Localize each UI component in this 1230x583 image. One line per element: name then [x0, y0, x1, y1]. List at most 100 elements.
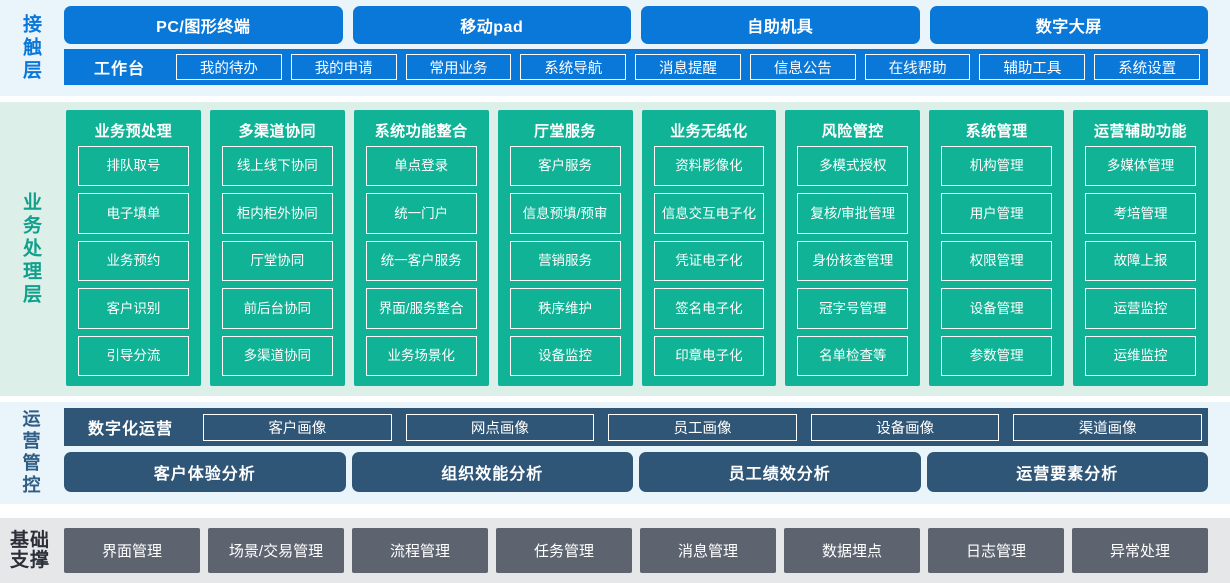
biz-item-identity-verification[interactable]: 身份核查管理 — [797, 240, 909, 282]
biz-item-front-back-sync[interactable]: 前后台协同 — [221, 288, 333, 329]
channel-mobile-pad[interactable]: 移动pad — [352, 6, 631, 44]
biz-item-info-exchange-digital[interactable]: 信息交互电子化 — [653, 193, 765, 234]
biz-item-signature-digital[interactable]: 签名电子化 — [653, 288, 765, 329]
biz-column-title: 业务无纸化 — [670, 123, 748, 140]
biz-item-unified-portal[interactable]: 统一门户 — [365, 193, 477, 234]
biz-item-business-scenario[interactable]: 业务场景化 — [365, 335, 477, 377]
portrait-item-branch[interactable]: 网点画像 — [405, 413, 595, 441]
layer-business-label: 业务处理层 — [0, 102, 60, 396]
biz-item-list: 多媒体管理 考培管理 故障上报 运营监控 运维监控 — [1085, 146, 1196, 377]
workbench-title: 工作台 — [94, 61, 146, 78]
biz-column-system-management: 系统管理 机构管理 用户管理 权限管理 设备管理 参数管理 — [929, 110, 1065, 386]
biz-item-user-management[interactable]: 用户管理 — [941, 193, 1053, 234]
biz-item-org-management[interactable]: 机构管理 — [941, 146, 1053, 187]
biz-item-device-management[interactable]: 设备管理 — [941, 288, 1053, 329]
biz-item-lobby-sync[interactable]: 厅堂协同 — [221, 240, 333, 282]
foundation-item-exception-handling[interactable]: 异常处理 — [1072, 528, 1208, 573]
biz-item-list: 资料影像化 信息交互电子化 凭证电子化 签名电子化 印章电子化 — [653, 146, 765, 377]
biz-item-serial-number-mgmt[interactable]: 冠字号管理 — [797, 288, 909, 329]
biz-item-list: 机构管理 用户管理 权限管理 设备管理 参数管理 — [941, 146, 1053, 377]
analysis-item-employee-performance[interactable]: 员工绩效分析 — [639, 452, 921, 492]
biz-item-list: 单点登录 统一门户 统一客户服务 界面/服务整合 业务场景化 — [365, 146, 477, 377]
foundation-item-process-management[interactable]: 流程管理 — [352, 528, 488, 573]
biz-item-marketing-service[interactable]: 营销服务 — [509, 240, 621, 282]
channel-self-service[interactable]: 自助机具 — [641, 6, 920, 44]
biz-item-device-monitoring[interactable]: 设备监控 — [509, 335, 621, 377]
biz-item-queue-number[interactable]: 排队取号 — [78, 146, 189, 187]
biz-item-review-approval[interactable]: 复核/审批管理 — [797, 193, 909, 234]
biz-item-watchlist-check[interactable]: 名单检查等 — [797, 335, 909, 377]
biz-item-multichannel-sync[interactable]: 多渠道协同 — [221, 335, 333, 377]
biz-item-customer-recognition[interactable]: 客户识别 — [78, 288, 189, 329]
foundation-item-scenario-transaction[interactable]: 场景/交易管理 — [208, 528, 344, 573]
biz-column-title: 厅堂服务 — [534, 123, 597, 140]
channel-pc[interactable]: PC/图形终端 — [64, 6, 343, 44]
foundation-item-ui-management[interactable]: 界面管理 — [64, 528, 200, 573]
biz-item-seal-digital[interactable]: 印章电子化 — [653, 335, 765, 377]
biz-item-guidance-diversion[interactable]: 引导分流 — [78, 335, 189, 377]
biz-column-title: 业务预处理 — [94, 123, 173, 140]
layer-operations: 运营管控 数字化运营 客户画像 网点画像 员工画像 设备画像 渠道画像 客户体验… — [0, 402, 1230, 504]
layer-operations-label: 运营管控 — [0, 402, 60, 504]
layer-foundation-label-text: 基 础 支 撑 — [9, 529, 51, 571]
layer-foundation: 基 础 支 撑 界面管理 场景/交易管理 流程管理 任务管理 消息管理 数据埋点… — [0, 518, 1230, 583]
biz-item-fault-reporting[interactable]: 故障上报 — [1085, 240, 1196, 282]
analysis-item-operation-factors[interactable]: 运营要素分析 — [926, 452, 1208, 492]
biz-item-ui-service-integration[interactable]: 界面/服务整合 — [365, 288, 477, 329]
layer-foundation-label-char-2: 础 — [30, 529, 51, 551]
biz-item-customer-service[interactable]: 客户服务 — [509, 146, 621, 187]
biz-item-operations-monitoring[interactable]: 运营监控 — [1085, 288, 1196, 329]
workbench-item-aux-tools[interactable]: 辅助工具 — [979, 54, 1086, 80]
layer-foundation-label: 基 础 支 撑 — [0, 518, 60, 583]
workbench-item-system-navigation[interactable]: 系统导航 — [520, 54, 627, 80]
biz-item-multimedia-management[interactable]: 多媒体管理 — [1085, 146, 1196, 187]
biz-item-prefill-preaudit[interactable]: 信息预填/预审 — [509, 193, 621, 234]
biz-item-counter-sync[interactable]: 柜内柜外协同 — [221, 193, 333, 234]
biz-item-multimode-authorization[interactable]: 多模式授权 — [797, 146, 909, 187]
biz-item-voucher-digital[interactable]: 凭证电子化 — [653, 240, 765, 282]
workbench-item-online-help[interactable]: 在线帮助 — [864, 54, 971, 80]
biz-item-maintenance-monitoring[interactable]: 运维监控 — [1085, 335, 1196, 377]
biz-item-document-imaging[interactable]: 资料影像化 — [653, 146, 765, 187]
biz-item-order-maintenance[interactable]: 秩序维护 — [509, 288, 621, 329]
portrait-item-customer[interactable]: 客户画像 — [203, 413, 392, 441]
biz-item-parameter-management[interactable]: 参数管理 — [941, 335, 1053, 377]
foundation-item-message-management[interactable]: 消息管理 — [640, 528, 776, 573]
biz-column-title: 运营辅助功能 — [1094, 123, 1188, 140]
workbench-item-info-announcement[interactable]: 信息公告 — [749, 54, 856, 80]
biz-column-system-integration: 系统功能整合 单点登录 统一门户 统一客户服务 界面/服务整合 业务场景化 — [353, 110, 489, 386]
layer-contact-body: PC/图形终端 移动pad 自助机具 数字大屏 工作台 我的待办 我的申请 常用… — [60, 0, 1230, 96]
layer-operations-label-text: 运营管控 — [20, 409, 41, 497]
biz-item-online-offline-sync[interactable]: 线上线下协同 — [221, 146, 333, 187]
biz-column-title: 风险管控 — [821, 123, 884, 140]
portrait-item-employee[interactable]: 员工画像 — [608, 413, 797, 441]
workbench-item-system-settings[interactable]: 系统设置 — [1094, 54, 1201, 80]
digital-operations-bar: 数字化运营 客户画像 网点画像 员工画像 设备画像 渠道画像 — [64, 408, 1208, 446]
analysis-item-customer-experience[interactable]: 客户体验分析 — [64, 452, 346, 492]
layer-operations-body: 数字化运营 客户画像 网点画像 员工画像 设备画像 渠道画像 客户体验分析 组织… — [60, 402, 1230, 504]
foundation-item-log-management[interactable]: 日志管理 — [928, 528, 1064, 573]
biz-column-lobby-service: 厅堂服务 客户服务 信息预填/预审 营销服务 秩序维护 设备监控 — [497, 110, 633, 386]
workbench-item-my-application[interactable]: 我的申请 — [290, 54, 397, 80]
layer-foundation-body: 界面管理 场景/交易管理 流程管理 任务管理 消息管理 数据埋点 日志管理 异常… — [60, 518, 1230, 583]
biz-item-training-management[interactable]: 考培管理 — [1085, 193, 1196, 234]
workbench-item-my-todo[interactable]: 我的待办 — [176, 54, 282, 80]
biz-item-list: 线上线下协同 柜内柜外协同 厅堂协同 前后台协同 多渠道协同 — [221, 146, 333, 377]
workbench-bar: 工作台 我的待办 我的申请 常用业务 系统导航 消息提醒 信息公告 在线帮助 辅… — [64, 49, 1208, 85]
workbench-item-common-business[interactable]: 常用业务 — [405, 54, 512, 80]
layer-foundation-label-char-3: 支 — [9, 549, 30, 571]
biz-item-permission-management[interactable]: 权限管理 — [941, 240, 1053, 282]
biz-item-appointment[interactable]: 业务预约 — [78, 240, 189, 282]
foundation-item-data-tracking[interactable]: 数据埋点 — [784, 528, 920, 573]
biz-item-single-sign-on[interactable]: 单点登录 — [365, 146, 477, 187]
portrait-item-device[interactable]: 设备画像 — [810, 413, 1000, 441]
channel-digital-screen[interactable]: 数字大屏 — [929, 6, 1208, 44]
analysis-item-org-efficiency[interactable]: 组织效能分析 — [351, 452, 633, 492]
foundation-item-task-management[interactable]: 任务管理 — [496, 528, 632, 573]
biz-column-title: 多渠道协同 — [238, 123, 317, 140]
portrait-item-channel[interactable]: 渠道画像 — [1013, 413, 1202, 441]
biz-item-e-form[interactable]: 电子填单 — [78, 193, 189, 234]
workbench-item-message-reminder[interactable]: 消息提醒 — [635, 54, 741, 80]
biz-item-unified-customer-service[interactable]: 统一客户服务 — [365, 240, 477, 282]
